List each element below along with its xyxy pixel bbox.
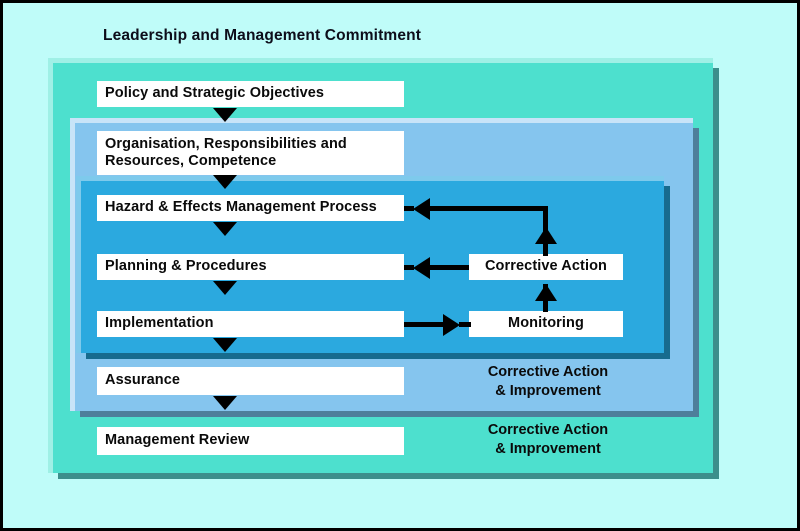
connector-line-corrective-action-to-hazard xyxy=(428,206,548,211)
connector-line-implementation-to-monitoring-b xyxy=(459,322,471,327)
diagram-title: Leadership and Management Commitment xyxy=(103,27,422,44)
process-box-policy: Policy and Strategic Objectives xyxy=(97,81,404,107)
caption-corrective-action-improvement-teal: Corrective Action & Improvement xyxy=(487,422,609,457)
process-box-implementation: Implementation xyxy=(97,311,404,337)
arrow-down-icon-hazard-to-planning xyxy=(213,222,237,236)
arrow-down-icon-organisation-to-hazard xyxy=(213,175,237,189)
arrow-down-icon-assurance-to-management-review xyxy=(213,396,237,410)
process-box-organisation: Organisation, Responsibilities and Resou… xyxy=(97,131,404,175)
process-box-corrective-action: Corrective Action xyxy=(469,254,623,280)
layer-teal-highlight-top xyxy=(53,58,713,63)
layer-teal-shadow-right xyxy=(713,68,719,479)
layer-inner-blue-shadow-right xyxy=(664,186,670,359)
layer-inner-blue-shadow-bottom xyxy=(86,353,670,359)
layer-teal-highlight-left xyxy=(48,58,53,473)
process-box-assurance: Assurance xyxy=(97,367,404,395)
layer-inner-blue-highlight-left xyxy=(76,176,81,353)
connector-line-implementation-to-monitoring-a xyxy=(404,322,444,327)
process-box-monitoring: Monitoring xyxy=(469,311,623,337)
layer-mid-blue-shadow-bottom xyxy=(80,411,699,417)
arrow-down-icon-policy-to-organisation xyxy=(213,108,237,122)
layer-mid-blue-shadow-right xyxy=(693,128,699,417)
arrow-down-icon-planning-to-implementation xyxy=(213,281,237,295)
arrow-left-icon-into-planning xyxy=(413,256,430,279)
arrow-up-icon-monitoring-to-corrective-action xyxy=(535,284,557,301)
layer-mid-blue-highlight-left xyxy=(70,118,75,411)
connector-line-planning-stub xyxy=(404,265,414,270)
arrow-up-icon-corrective-action-riser xyxy=(535,227,557,244)
arrow-left-icon-into-hazard xyxy=(413,197,430,220)
layer-inner-blue-highlight-top xyxy=(81,176,664,181)
arrow-down-icon-implementation-to-assurance xyxy=(213,338,237,352)
connector-line-hazard-stub xyxy=(404,206,414,211)
process-box-hazard: Hazard & Effects Management Process xyxy=(97,195,404,221)
caption-corrective-action-improvement-blue: Corrective Action & Improvement xyxy=(487,364,609,399)
process-box-planning: Planning & Procedures xyxy=(97,254,404,280)
arrow-right-icon-implementation-to-monitoring xyxy=(443,313,460,336)
connector-line-corrective-action-to-planning xyxy=(428,265,469,270)
layer-teal-shadow-bottom xyxy=(58,473,719,479)
layer-mid-blue-highlight-top xyxy=(75,118,693,123)
process-box-management-review: Management Review xyxy=(97,427,404,455)
